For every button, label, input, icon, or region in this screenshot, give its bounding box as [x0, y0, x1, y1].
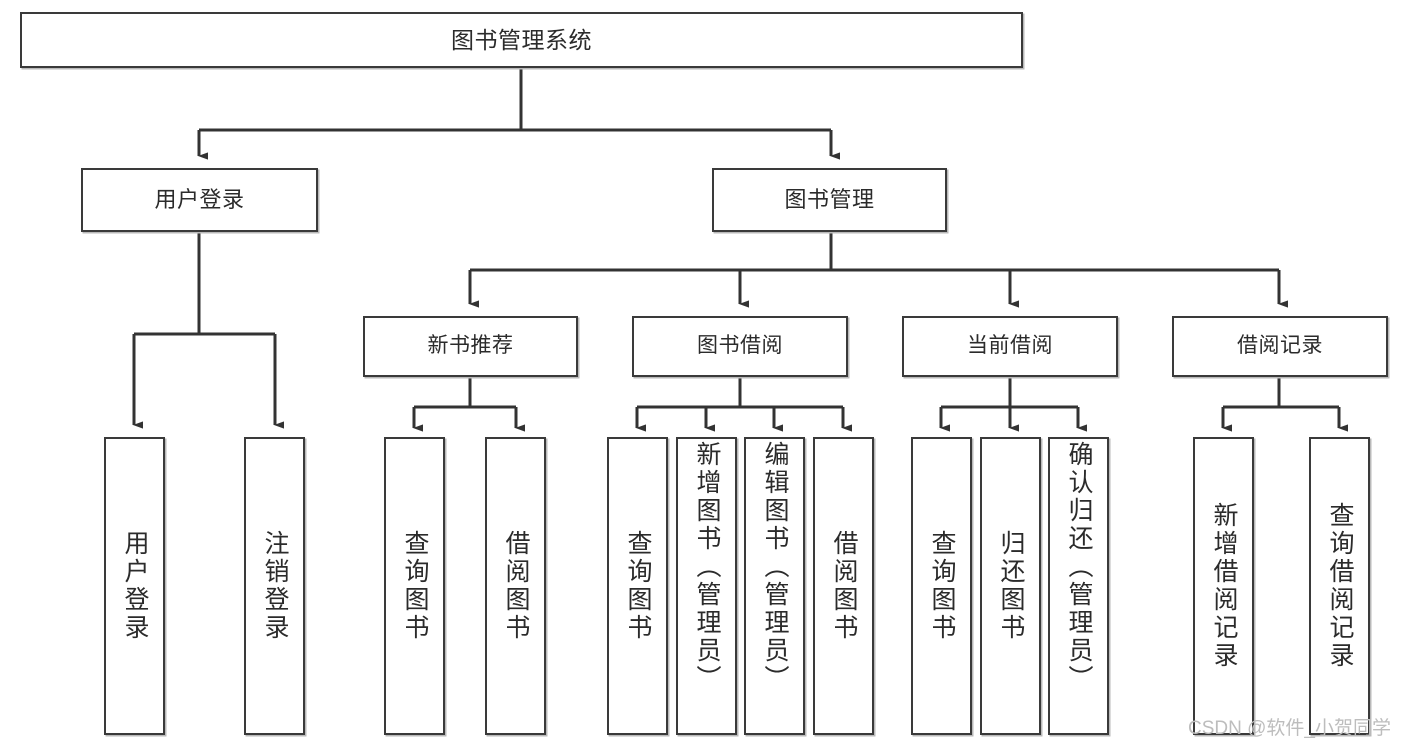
node-label: 用户登录: [154, 187, 245, 213]
node-label: 图书管理: [784, 187, 875, 213]
node-current-borrow[interactable]: 当前借阅: [902, 316, 1118, 377]
leaf-current-borrow-return[interactable]: 归还图书: [980, 437, 1041, 735]
leaf-user-login-signin[interactable]: 用户登录: [104, 437, 165, 735]
node-user-login[interactable]: 用户登录: [81, 168, 318, 232]
node-label: 图书管理系统: [451, 26, 592, 53]
leaf-book-borrow-add[interactable]: 新增图书（管理员）: [676, 437, 737, 735]
node-label: 借阅图书: [502, 530, 530, 642]
leaf-borrow-record-query[interactable]: 查询借阅记录: [1309, 437, 1370, 735]
node-book-management[interactable]: 图书管理: [712, 168, 947, 232]
leaf-new-book-borrow[interactable]: 借阅图书: [485, 437, 546, 735]
node-label: 用户登录: [121, 530, 149, 642]
node-label: 新增借阅记录: [1210, 502, 1238, 670]
leaf-book-borrow-lend[interactable]: 借阅图书: [813, 437, 874, 735]
node-root-book-management-system[interactable]: 图书管理系统: [20, 12, 1023, 68]
node-borrow-record[interactable]: 借阅记录: [1172, 316, 1388, 377]
node-label: 确认归还（管理员）: [1065, 441, 1093, 693]
leaf-book-borrow-edit[interactable]: 编辑图书（管理员）: [744, 437, 805, 735]
node-label: 查询借阅记录: [1326, 502, 1354, 670]
leaf-user-login-signout[interactable]: 注销登录: [244, 437, 305, 735]
node-label: 借阅记录: [1237, 334, 1323, 358]
node-label: 编辑图书（管理员）: [761, 441, 789, 693]
node-label: 查询图书: [401, 530, 429, 642]
node-label: 新增图书（管理员）: [693, 441, 721, 693]
leaf-current-borrow-query[interactable]: 查询图书: [911, 437, 972, 735]
node-label: 查询图书: [624, 530, 652, 642]
node-label: 图书借阅: [697, 334, 783, 358]
node-label: 新书推荐: [427, 334, 514, 358]
leaf-borrow-record-add[interactable]: 新增借阅记录: [1193, 437, 1254, 735]
leaf-current-borrow-confirm-return[interactable]: 确认归还（管理员）: [1048, 437, 1109, 735]
node-new-book-recommend[interactable]: 新书推荐: [363, 316, 578, 377]
leaf-new-book-query[interactable]: 查询图书: [384, 437, 445, 735]
node-label: 查询图书: [928, 530, 956, 642]
node-label: 借阅图书: [830, 530, 858, 642]
leaf-book-borrow-query[interactable]: 查询图书: [607, 437, 668, 735]
node-label: 归还图书: [997, 530, 1025, 642]
node-label: 当前借阅: [967, 334, 1053, 358]
node-book-borrow[interactable]: 图书借阅: [632, 316, 848, 377]
node-label: 注销登录: [261, 530, 289, 642]
